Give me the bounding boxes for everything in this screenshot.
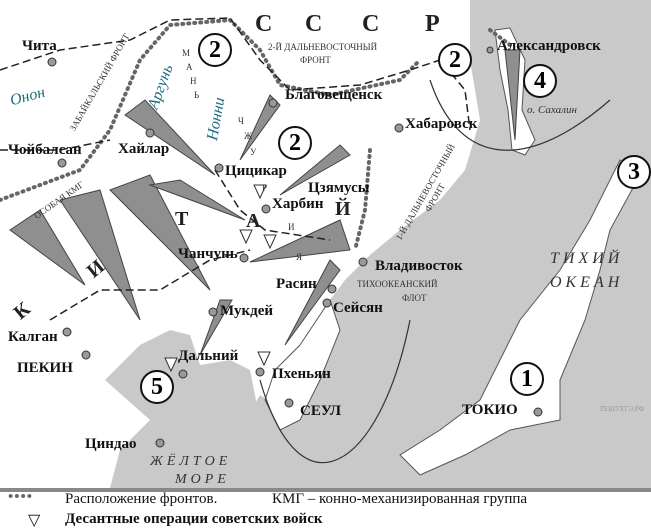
watermark: РЕШУЕГЭ.РФ [600, 405, 645, 413]
naval-routes [259, 79, 611, 464]
operation-marker: 5 [140, 370, 174, 404]
city-hailar: Хайлар [118, 141, 170, 157]
operation-marker: 2 [438, 43, 472, 77]
city-qingdao: Циндао [85, 436, 137, 452]
pacific-fleet-label: ТИХООКЕАНСКИЙ [357, 279, 438, 289]
japan-islands [399, 159, 641, 476]
city-vladivostok: Владивосток [375, 258, 463, 274]
ussr-letter: С [305, 11, 323, 37]
city-kalgan: Калган [8, 329, 58, 345]
manchuria-letter: Ч [238, 116, 244, 126]
city-mukden: Мукдей [220, 303, 273, 319]
manchuria-letter: Н [190, 76, 197, 86]
manchuria-letter: М [182, 48, 191, 58]
china-letter: Й [335, 198, 351, 220]
second-far-eastern-front-label: ФРОНТ [300, 55, 331, 65]
city-qiqihar: Цицикар [225, 163, 287, 179]
city-rasin: Расин [276, 276, 317, 292]
offensive-arrows [9, 49, 521, 356]
ussr-letter: Р [425, 11, 440, 37]
parachute-icon: ▽ [28, 512, 41, 529]
legend-kmg: КМГ – конно-механизированная группа [272, 491, 528, 507]
operation-marker: 4 [523, 64, 557, 98]
pacific-ocean-label: ОКЕАН [550, 274, 624, 291]
korea-peninsula [264, 298, 341, 431]
manchuria-letter: Р [262, 183, 268, 193]
city-khabarovsk: Хабаровск [405, 116, 478, 132]
china-letter: Т [175, 208, 189, 230]
yellow-sea-label: ЖЁЛТОЕ [150, 454, 232, 469]
yellow-sea [105, 330, 260, 488]
manchuria-letter: Я [296, 252, 303, 262]
city-harbin: Харбин [272, 196, 324, 212]
city-jiamusi: Цзямусы [308, 180, 370, 196]
city-changchun: Чанчунь [178, 246, 238, 262]
second-far-eastern-front-label: 2-Й ДАЛЬНЕВОСТОЧНЫЙ [268, 42, 378, 52]
pacific-ocean-label: ТИХИЙ [550, 250, 624, 267]
city-dots [47, 46, 543, 448]
legend-dots-icon: •••• [8, 489, 34, 505]
manchuria-letter: И [288, 222, 295, 232]
yellow-sea-label: МОРЕ [175, 472, 230, 487]
city-tokyo: ТОКИО [462, 402, 518, 418]
city-dalny: Дальний [178, 348, 239, 364]
sakhalin-label: о. Сахалин [527, 104, 577, 116]
pacific-fleet-label: ФЛОТ [402, 293, 427, 303]
parachute-icons [164, 184, 277, 373]
china-letter: А [246, 210, 261, 232]
operation-marker: 2 [198, 33, 232, 67]
operation-marker: 3 [617, 155, 651, 189]
city-seisin: Сейсян [333, 300, 383, 316]
ussr-letter: С [255, 11, 273, 37]
city-choibalsan: Чойбалсан [8, 142, 82, 158]
city-aleksandrovsk: Александровск [497, 38, 601, 54]
manchuria-letter: Ж [244, 131, 253, 141]
manchuria-letter: А [186, 62, 193, 72]
front-lines [0, 17, 512, 252]
manchuria-letter: У [250, 147, 257, 157]
operation-marker: 2 [278, 126, 312, 160]
manchuria-letter: Ь [194, 90, 200, 100]
legend-divider [0, 488, 651, 492]
legend-fronts: Расположение фронтов. [65, 491, 218, 507]
operation-marker: 1 [510, 362, 544, 396]
city-pyongyang: Пхеньян [272, 366, 331, 382]
city-seoul: СЕУЛ [300, 403, 342, 419]
city-beijing: ПЕКИН [17, 360, 73, 376]
ussr-letter: С [362, 11, 380, 37]
city-blagoveshchensk: Благовещенск [285, 87, 383, 103]
city-chita: Чита [22, 38, 57, 54]
legend-landing: Десантные операции советских войск [65, 511, 323, 527]
